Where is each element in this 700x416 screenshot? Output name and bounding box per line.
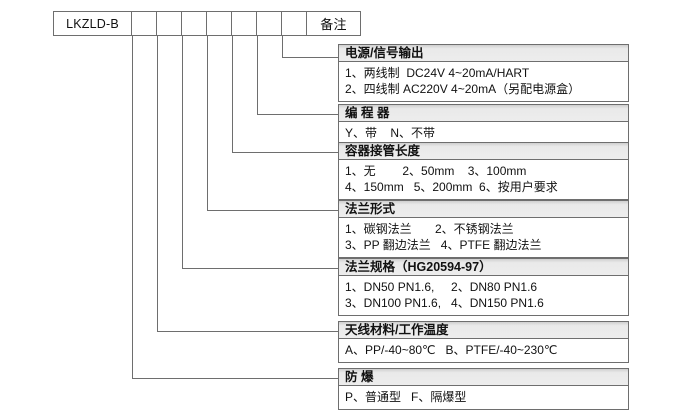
code-slot-7 (282, 12, 307, 35)
block-body: 1、两线制 DC24V 4~20mA/HART 2、四线制 AC220V 4~2… (339, 62, 628, 101)
block-row: 1、两线制 DC24V 4~20mA/HART (345, 66, 530, 80)
remark-cell: 备注 (320, 17, 347, 32)
block-title: 法兰规格（HG20594-97） (339, 259, 628, 276)
block-antenna-material-temperature: 天线材料/工作温度 A、PP/-40~80℃ B、PTFE/-40~230℃ (338, 321, 629, 363)
block-row: 1、无 2、50mm 3、100mm (345, 164, 527, 178)
block-row: 1、碳钢法兰 2、不锈钢法兰 (345, 222, 514, 236)
leader-vline-1 (132, 36, 133, 379)
block-title: 天线材料/工作温度 (339, 322, 628, 339)
block-row: A、PP/-40~80℃ B、PTFE/-40~230℃ (345, 343, 558, 357)
block-row: 1、DN50 PN1.6, 2、DN80 PN1.6 (345, 280, 538, 294)
block-title: 法兰形式 (339, 201, 628, 218)
leader-hline-2 (157, 331, 339, 332)
block-flange-spec: 法兰规格（HG20594-97） 1、DN50 PN1.6, 2、DN80 PN… (338, 258, 629, 316)
code-slot-5 (232, 12, 257, 35)
leader-vline-2 (157, 36, 158, 332)
leader-vline-4 (207, 36, 208, 211)
leader-vline-7 (282, 36, 283, 58)
code-slot-2 (157, 12, 182, 35)
leader-hline-4 (207, 210, 339, 211)
block-body: 1、无 2、50mm 3、100mm 4、150mm 5、200mm 6、按用户… (339, 160, 628, 199)
block-title: 电源/信号输出 (339, 45, 628, 62)
block-body: 1、碳钢法兰 2、不锈钢法兰 3、PP 翻边法兰 4、PTFE 翻边法兰 (339, 218, 628, 257)
code-slot-6 (257, 12, 282, 35)
code-slot-4 (207, 12, 232, 35)
block-power-signal-output: 电源/信号输出 1、两线制 DC24V 4~20mA/HART 2、四线制 AC… (338, 44, 629, 102)
block-row: 3、DN100 PN1.6, 4、DN150 PN1.6 (345, 296, 544, 310)
model-code-table: LKZLD-B 备注 (53, 11, 361, 36)
model-code-cell: LKZLD-B (54, 12, 132, 35)
leader-vline-3 (182, 36, 183, 269)
leader-hline-7 (282, 57, 339, 58)
block-explosion-proof: 防 爆 P、普通型 F、隔爆型 (338, 368, 629, 410)
code-slot-1 (132, 12, 157, 35)
block-body: A、PP/-40~80℃ B、PTFE/-40~230℃ (339, 339, 628, 362)
block-title: 防 爆 (339, 369, 628, 386)
block-title: 编 程 器 (339, 105, 628, 122)
leader-hline-3 (182, 268, 339, 269)
leader-hline-6 (257, 114, 339, 115)
block-row: 2、四线制 AC220V 4~20mA（另配电源盒） (345, 82, 581, 96)
block-title: 容器接管长度 (339, 143, 628, 160)
block-body: 1、DN50 PN1.6, 2、DN80 PN1.6 3、DN100 PN1.6… (339, 276, 628, 315)
block-row: 3、PP 翻边法兰 4、PTFE 翻边法兰 (345, 238, 542, 252)
block-row: 4、150mm 5、200mm 6、按用户要求 (345, 180, 558, 194)
leader-hline-5 (232, 152, 339, 153)
code-slot-3 (182, 12, 207, 35)
leader-vline-5 (232, 36, 233, 153)
leader-hline-1 (132, 378, 339, 379)
block-programmer: 编 程 器 Y、带 N、不带 (338, 104, 629, 146)
leader-vline-6 (257, 36, 258, 115)
block-body: Y、带 N、不带 (339, 122, 628, 145)
block-body: P、普通型 F、隔爆型 (339, 386, 628, 409)
block-flange-type: 法兰形式 1、碳钢法兰 2、不锈钢法兰 3、PP 翻边法兰 4、PTFE 翻边法… (338, 200, 629, 258)
block-row: P、普通型 F、隔爆型 (345, 390, 467, 404)
block-row: Y、带 N、不带 (345, 126, 436, 140)
block-vessel-nozzle-length: 容器接管长度 1、无 2、50mm 3、100mm 4、150mm 5、200m… (338, 142, 629, 200)
